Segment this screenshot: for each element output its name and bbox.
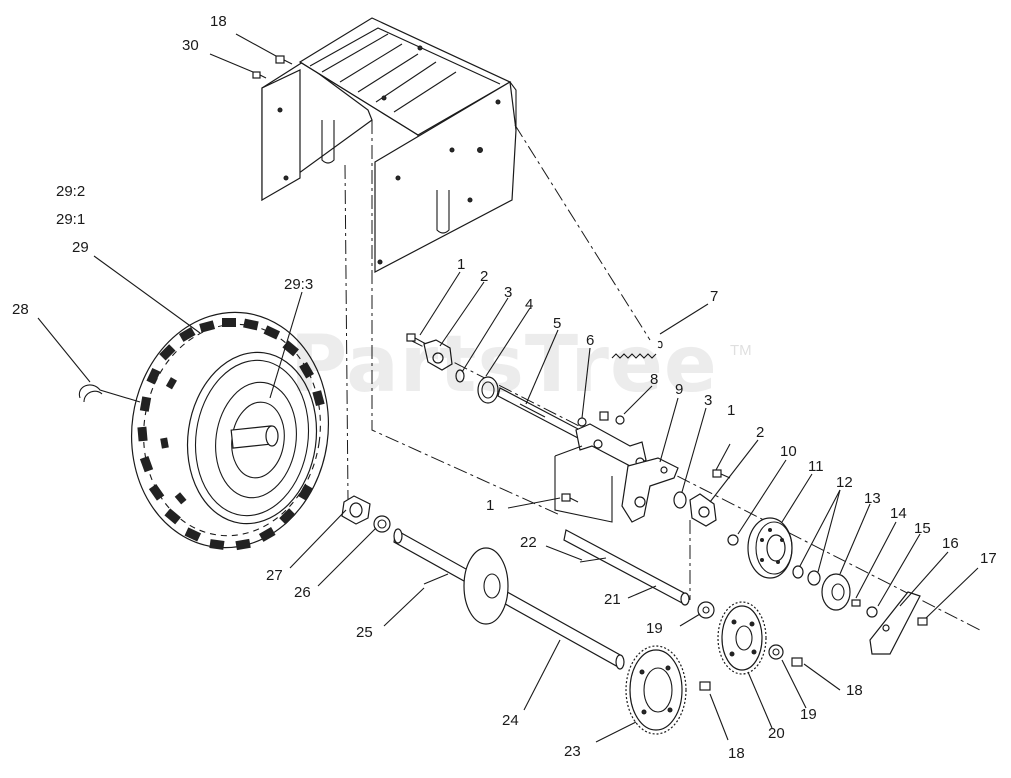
part-label-9: 9 xyxy=(675,381,684,398)
part-label-18-right: 18 xyxy=(846,682,863,699)
wheel-assembly xyxy=(78,311,391,551)
part-label-29-3: 29:3 xyxy=(284,276,314,293)
part-label-12: 12 xyxy=(836,474,853,491)
part-label-25: 25 xyxy=(356,624,373,641)
part-label-7: 7 xyxy=(710,288,719,305)
part-label-21: 21 xyxy=(604,591,621,608)
part-label-18: 18 xyxy=(210,13,227,30)
part-label-19-right: 19 xyxy=(800,706,817,723)
part-label-26: 26 xyxy=(294,584,311,601)
part-label-4: 4 xyxy=(525,296,534,313)
lower-axle-group xyxy=(393,528,803,735)
part-label-22: 22 xyxy=(520,534,537,551)
part-label-3-top: 3 xyxy=(504,284,513,301)
part-label-23: 23 xyxy=(564,743,581,760)
part-label-1-low: 1 xyxy=(486,497,495,514)
part-label-20: 20 xyxy=(768,725,785,742)
part-label-1-mid: 1 xyxy=(727,402,736,419)
part-label-11: 11 xyxy=(808,458,824,475)
part-label-24: 24 xyxy=(502,712,519,729)
leader-lines xyxy=(37,33,979,743)
watermark: PartsTree xyxy=(290,320,718,410)
part-label-6: 6 xyxy=(586,332,595,349)
part-label-14: 14 xyxy=(890,505,907,522)
part-label-29-1: 29:1 xyxy=(56,211,86,228)
pulley-group xyxy=(727,517,928,655)
part-label-19-left: 19 xyxy=(646,620,663,637)
part-label-1-top: 1 xyxy=(457,256,466,273)
part-label-29-2: 29:2 xyxy=(56,183,86,200)
part-label-10: 10 xyxy=(780,443,797,460)
part-label-18-bottom: 18 xyxy=(728,745,745,762)
part-label-13: 13 xyxy=(864,490,881,507)
part-label-2-top: 2 xyxy=(480,268,489,285)
part-label-8: 8 xyxy=(650,371,659,388)
part-label-30: 30 xyxy=(182,37,199,54)
part-label-15: 15 xyxy=(914,520,931,537)
upper-shaft-group xyxy=(406,333,731,527)
part-label-28: 28 xyxy=(12,301,29,318)
part-label-27: 27 xyxy=(266,567,283,584)
part-label-16: 16 xyxy=(942,535,959,552)
watermark-trademark: TM xyxy=(730,342,752,359)
part-label-3-mid: 3 xyxy=(704,392,713,409)
part-label-5: 5 xyxy=(553,315,562,332)
part-label-2-mid: 2 xyxy=(756,424,765,441)
part-label-29: 29 xyxy=(72,239,89,256)
assembly-lines xyxy=(344,120,981,631)
frame-housing xyxy=(252,17,517,273)
part-label-17: 17 xyxy=(980,550,997,567)
